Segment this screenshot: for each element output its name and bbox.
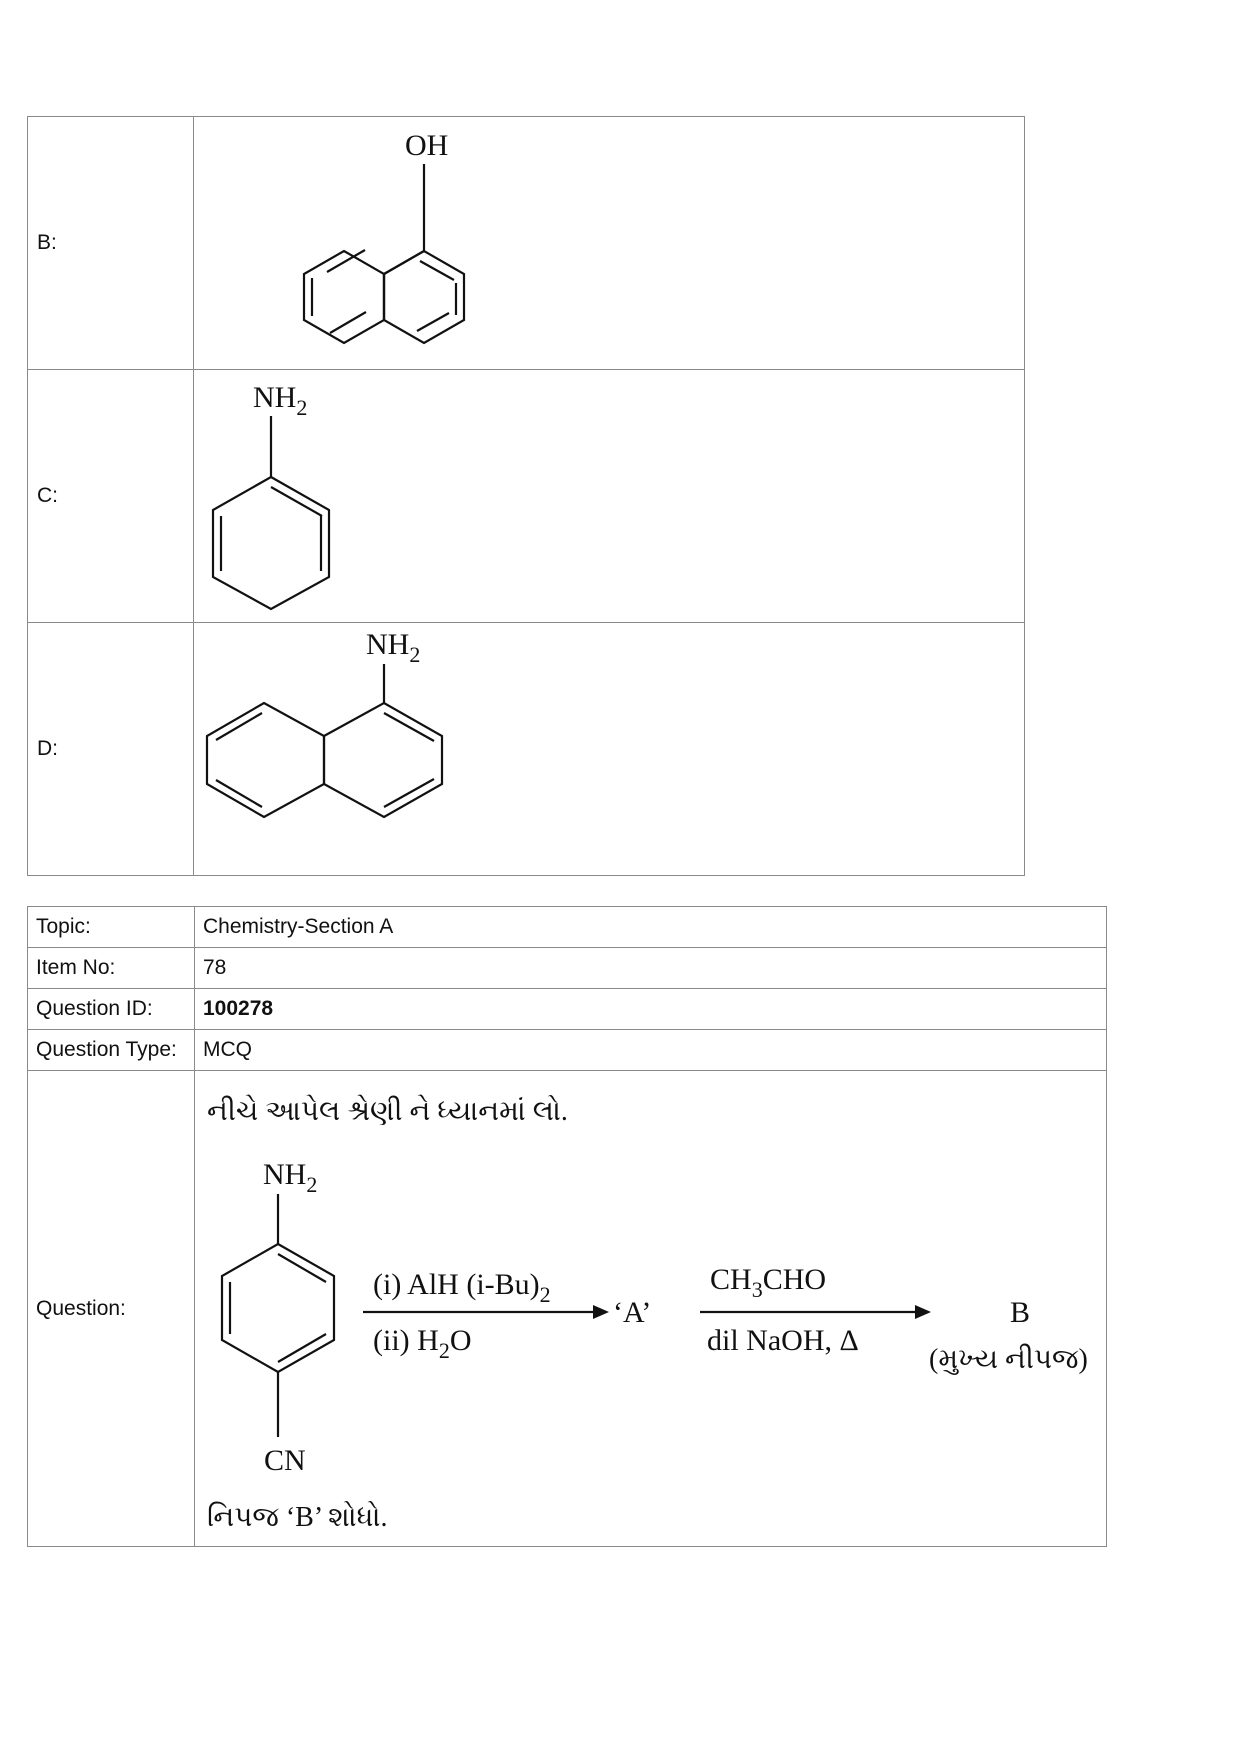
option-row-d: D: NH2 <box>27 622 1025 876</box>
option-label: C: <box>27 369 194 623</box>
question-row: Question: નીચે આપેલ શ્રેણી ને ધ્યાનમાં લ… <box>27 1070 1107 1547</box>
question-info-table: Topic: Chemistry-Section A Item No: 78 Q… <box>27 906 1107 1547</box>
question-id-label: Question ID: <box>27 988 195 1030</box>
substituent-label: NH2 <box>253 381 307 420</box>
question-id-value: 100278 <box>194 988 1107 1030</box>
reactant-bottom-group: CN <box>264 1444 306 1477</box>
options-table: B: OH C: <box>27 116 1025 876</box>
item-value: 78 <box>194 947 1107 989</box>
step2-reagent-top: CH3CHO <box>710 1263 826 1302</box>
option-structure: OH <box>193 116 1025 370</box>
topic-label: Topic: <box>27 906 195 948</box>
question-type-label: Question Type: <box>27 1029 195 1071</box>
substituent-label: OH <box>405 129 448 162</box>
product-label: B <box>1010 1296 1030 1329</box>
topic-row: Topic: Chemistry-Section A <box>27 906 1107 948</box>
question-ask: નિપજ ‘B’ શોધો. <box>207 1501 387 1533</box>
option-structure: NH2 <box>193 622 1025 876</box>
option-row-c: C: NH2 <box>27 369 1025 623</box>
step1-reagent-bottom: (ii) H2O <box>373 1324 472 1363</box>
substituent-label: NH2 <box>366 628 420 667</box>
question-label: Question: <box>27 1070 195 1547</box>
option-row-b: B: OH <box>27 116 1025 370</box>
option-structure: NH2 <box>193 369 1025 623</box>
question-intro: નીચે આપેલ શ્રેણી ને ધ્યાનમાં લો. <box>207 1094 568 1126</box>
question-body: નીચે આપેલ શ્રેણી ને ધ્યાનમાં લો. NH2 CN <box>194 1070 1107 1547</box>
question-type-value: MCQ <box>194 1029 1107 1071</box>
intermediate-label: ‘A’ <box>613 1296 651 1329</box>
option-label: D: <box>27 622 194 876</box>
item-row: Item No: 78 <box>27 947 1107 989</box>
aniline-structure: NH2 <box>211 381 331 611</box>
step2-reagent-bottom: dil NaOH, Δ <box>707 1324 859 1357</box>
1-naphthol-structure: OH <box>302 129 466 345</box>
step1-reagent-top: (i) AlH (i-Bu)2 <box>373 1268 551 1307</box>
item-label: Item No: <box>27 947 195 989</box>
topic-value: Chemistry-Section A <box>194 906 1107 948</box>
question-id-row: Question ID: 100278 <box>27 988 1107 1030</box>
1-naphthylamine-structure: NH2 <box>205 628 444 819</box>
question-type-row: Question Type: MCQ <box>27 1029 1107 1071</box>
reaction-scheme: નીચે આપેલ શ્રેણી ને ધ્યાનમાં લો. NH2 CN <box>207 1094 1088 1533</box>
option-label: B: <box>27 116 194 370</box>
product-note: (મુખ્ય નીપજ) <box>929 1343 1088 1375</box>
reactant-top-group: NH2 <box>263 1158 317 1197</box>
